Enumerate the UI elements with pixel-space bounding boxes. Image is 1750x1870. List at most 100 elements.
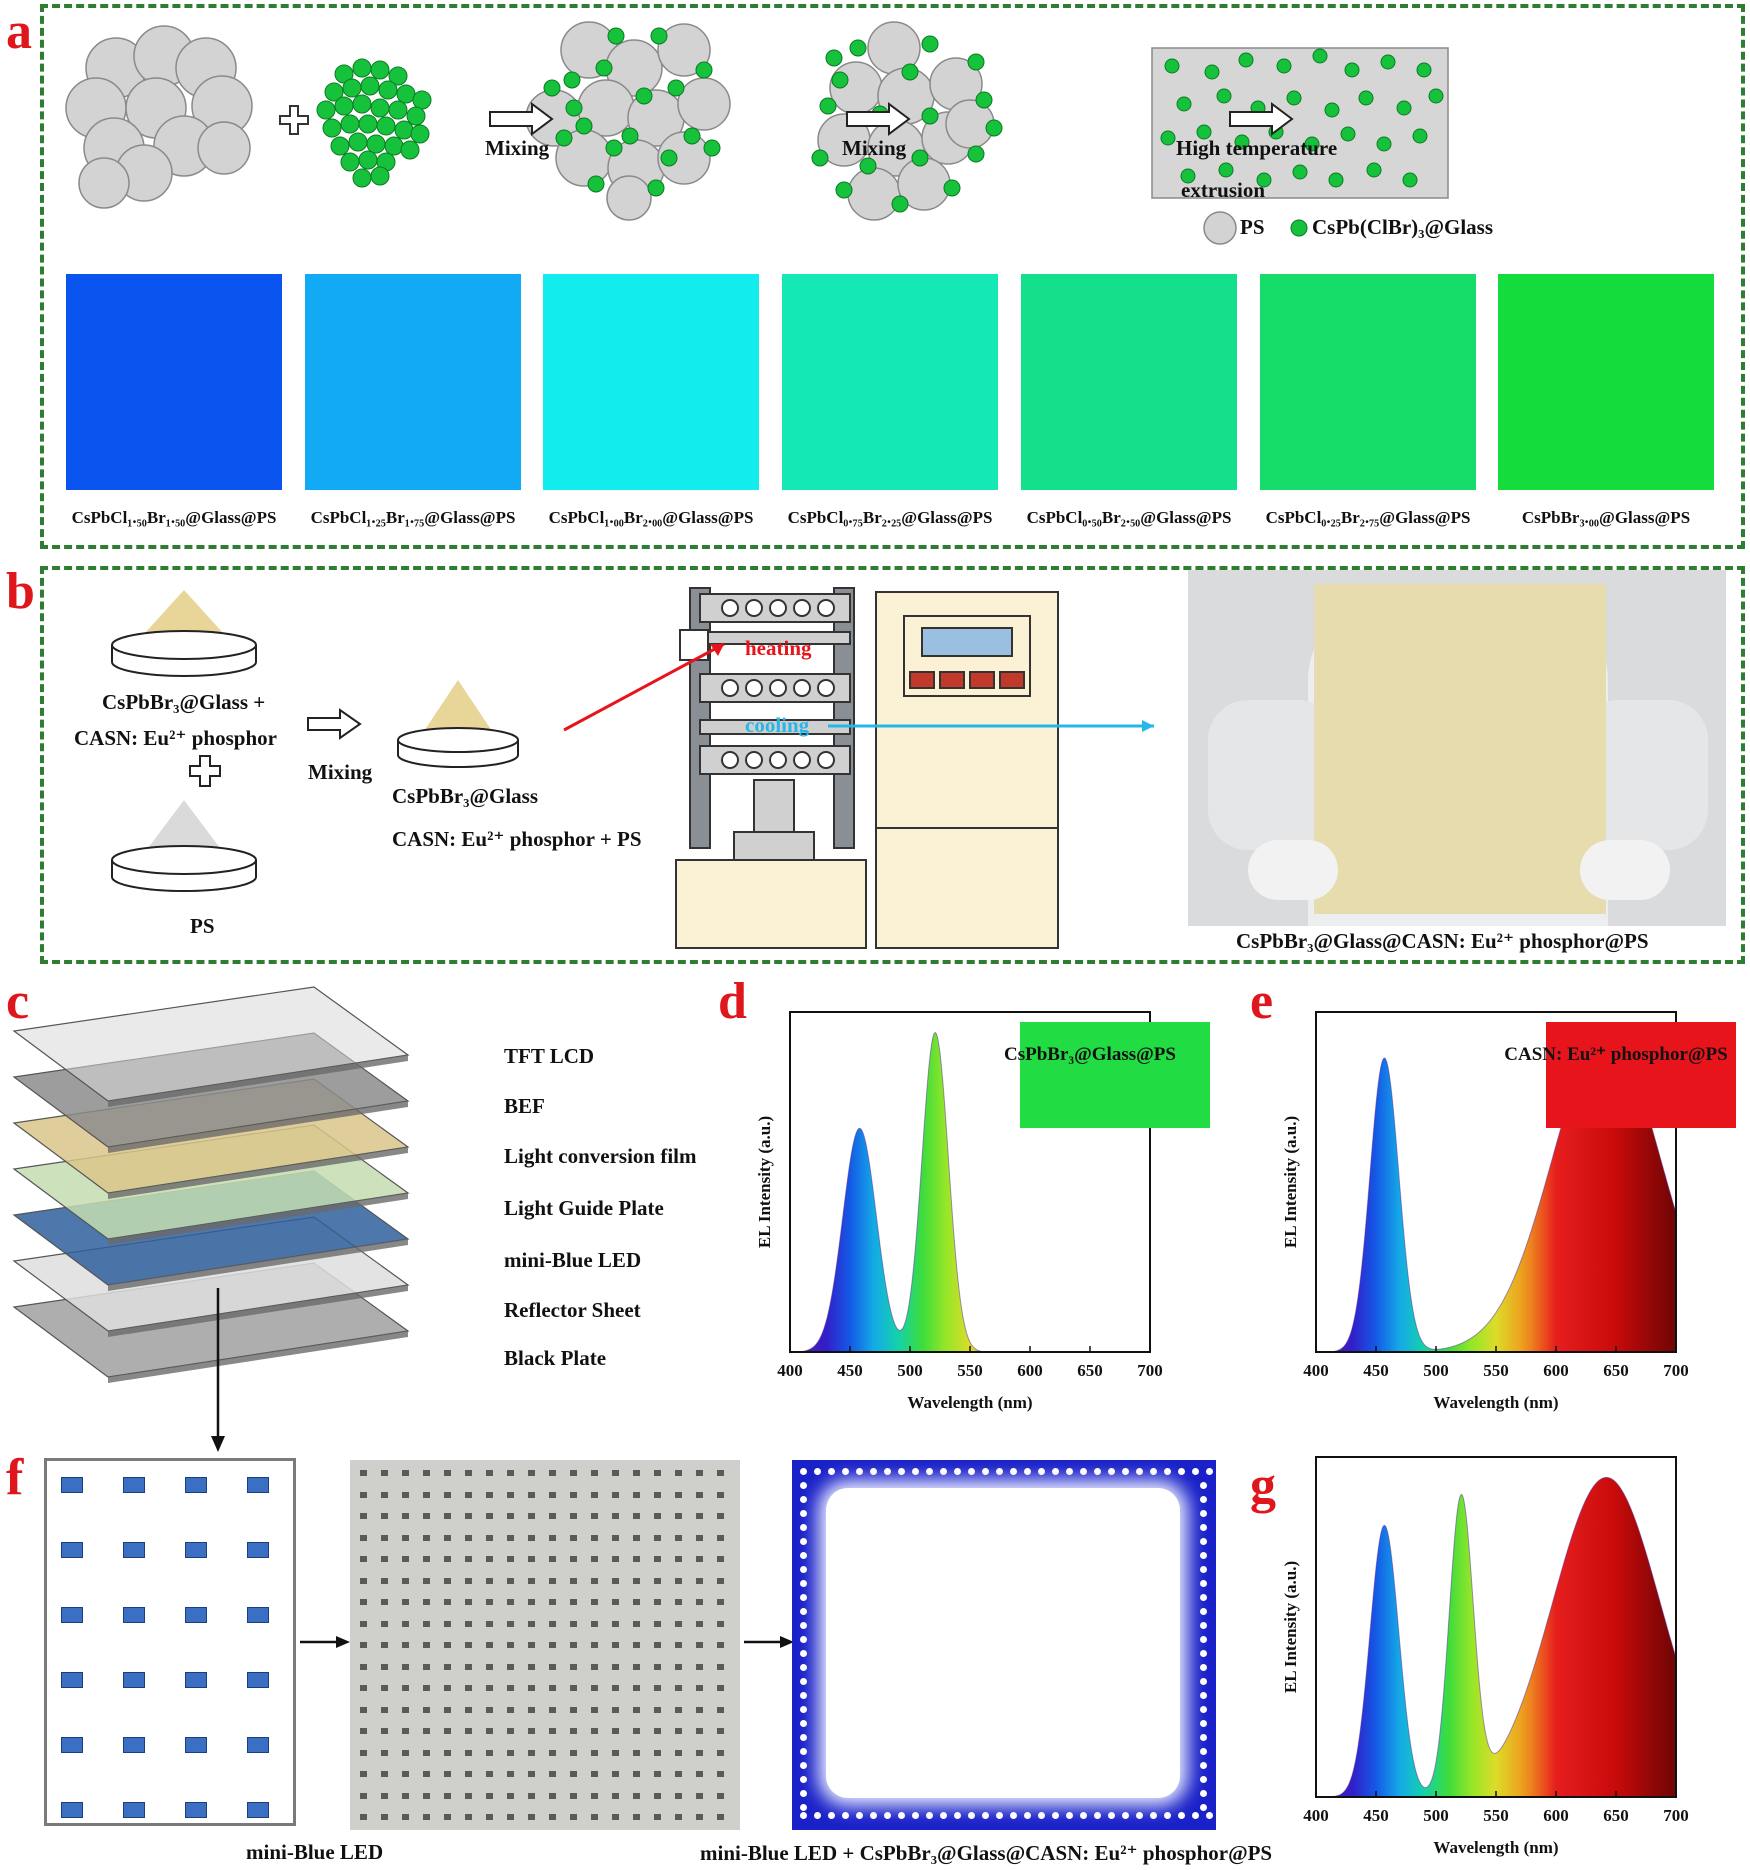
board-led bbox=[612, 1663, 619, 1670]
board-led bbox=[486, 1620, 493, 1627]
glass-particle-cluster bbox=[316, 58, 432, 188]
board-led bbox=[591, 1728, 598, 1734]
board-led bbox=[612, 1706, 619, 1713]
film-swatch-5 bbox=[1021, 274, 1237, 490]
lit-led-dot bbox=[898, 1812, 905, 1819]
lit-led-dot bbox=[1200, 1580, 1207, 1587]
mini-led-chip bbox=[247, 1477, 269, 1493]
lit-led-dot bbox=[800, 1650, 807, 1657]
board-led bbox=[633, 1663, 640, 1670]
board-led bbox=[633, 1728, 640, 1734]
board-led bbox=[570, 1642, 577, 1648]
mini-led-chip bbox=[247, 1542, 269, 1558]
x-tick-label: 450 bbox=[837, 1361, 863, 1380]
board-led bbox=[612, 1599, 619, 1605]
board-led bbox=[570, 1792, 577, 1799]
mini-led-chip bbox=[185, 1672, 207, 1688]
board-led bbox=[591, 1491, 598, 1498]
board-led bbox=[654, 1642, 661, 1648]
lit-led-dot bbox=[800, 1692, 807, 1699]
board-led bbox=[507, 1620, 514, 1627]
board-led bbox=[654, 1685, 661, 1691]
lit-led-dot bbox=[800, 1678, 807, 1685]
lit-led-dot bbox=[800, 1812, 807, 1819]
board-led bbox=[360, 1642, 367, 1648]
board-led bbox=[486, 1534, 493, 1541]
lit-led-dot bbox=[1080, 1468, 1087, 1475]
board-led bbox=[444, 1599, 451, 1605]
board-led bbox=[360, 1534, 367, 1541]
board-led bbox=[381, 1771, 388, 1777]
lit-led-dot bbox=[1052, 1812, 1059, 1819]
board-led bbox=[633, 1470, 640, 1476]
film-swatch-7 bbox=[1498, 274, 1714, 490]
board-led bbox=[402, 1470, 409, 1476]
board-led bbox=[507, 1706, 514, 1713]
film-swatch-1 bbox=[66, 274, 282, 490]
board-led bbox=[612, 1577, 619, 1584]
spectrum-area bbox=[790, 1032, 1150, 1352]
board-led bbox=[570, 1685, 577, 1691]
board-led bbox=[675, 1663, 682, 1670]
board-led bbox=[675, 1749, 682, 1756]
board-led bbox=[444, 1706, 451, 1713]
lit-led-dot bbox=[1038, 1468, 1045, 1475]
board-led bbox=[381, 1814, 388, 1820]
board-led bbox=[675, 1642, 682, 1648]
board-led bbox=[381, 1599, 388, 1605]
lit-led-dot bbox=[800, 1566, 807, 1573]
board-led bbox=[381, 1620, 388, 1627]
board-led bbox=[696, 1728, 703, 1734]
board-led bbox=[507, 1599, 514, 1605]
film-particles bbox=[1160, 48, 1444, 188]
board-led bbox=[402, 1491, 409, 1498]
x-tick-label: 550 bbox=[957, 1361, 983, 1380]
lit-led-dot bbox=[1200, 1706, 1207, 1713]
film-sheet bbox=[1314, 584, 1606, 914]
board-led bbox=[570, 1491, 577, 1498]
board-led bbox=[381, 1577, 388, 1584]
mixture-label-1: CsPbBr₃@Glass bbox=[392, 784, 539, 808]
board-led bbox=[423, 1663, 430, 1670]
bright-illuminated-area bbox=[826, 1488, 1180, 1798]
arrow-right-icon bbox=[307, 708, 362, 740]
mixture-cluster-2 bbox=[811, 21, 1003, 221]
board-led bbox=[381, 1470, 388, 1476]
lit-led-dot bbox=[800, 1720, 807, 1727]
lit-led-dot bbox=[800, 1664, 807, 1671]
lit-led-dot bbox=[800, 1468, 807, 1475]
board-led bbox=[591, 1771, 598, 1777]
lit-led-dot bbox=[800, 1804, 807, 1811]
board-led bbox=[612, 1491, 619, 1498]
board-led bbox=[549, 1491, 556, 1498]
mini-led-chip bbox=[123, 1542, 145, 1558]
board-led bbox=[549, 1771, 556, 1777]
mini-led-caption: mini-Blue LED bbox=[246, 1840, 384, 1864]
board-led bbox=[717, 1620, 724, 1627]
film-swatch-3 bbox=[543, 274, 759, 490]
board-led bbox=[570, 1620, 577, 1627]
board-led bbox=[549, 1470, 556, 1476]
x-tick-label: 500 bbox=[897, 1361, 923, 1380]
emission-color-box bbox=[1546, 1022, 1736, 1128]
board-led bbox=[570, 1577, 577, 1584]
lit-led-dot bbox=[800, 1790, 807, 1797]
layer-tft-lcd bbox=[12, 986, 410, 1107]
lit-panel-caption: mini-Blue LED + CsPbBr₃@Glass@CASN: Eu²⁺… bbox=[700, 1841, 1273, 1865]
swatch-caption-1: CsPbCl₁.₅₀Br₁.₅₀@Glass@PS bbox=[71, 508, 277, 527]
lit-led-dot bbox=[1150, 1468, 1157, 1475]
layer-label-tft-lcd: TFT LCD bbox=[504, 1044, 595, 1068]
board-led bbox=[549, 1620, 556, 1627]
mini-led-board-photo bbox=[350, 1460, 740, 1830]
board-led bbox=[717, 1749, 724, 1756]
lit-led-dot bbox=[814, 1468, 821, 1475]
board-led bbox=[360, 1792, 367, 1799]
lit-led-dot bbox=[842, 1468, 849, 1475]
board-led bbox=[444, 1620, 451, 1627]
board-led bbox=[507, 1513, 514, 1519]
lit-led-dot bbox=[1024, 1468, 1031, 1475]
lit-led-dot bbox=[982, 1812, 989, 1819]
board-led bbox=[654, 1663, 661, 1670]
board-led bbox=[717, 1706, 724, 1713]
mini-led-grid-diagram bbox=[44, 1458, 296, 1826]
